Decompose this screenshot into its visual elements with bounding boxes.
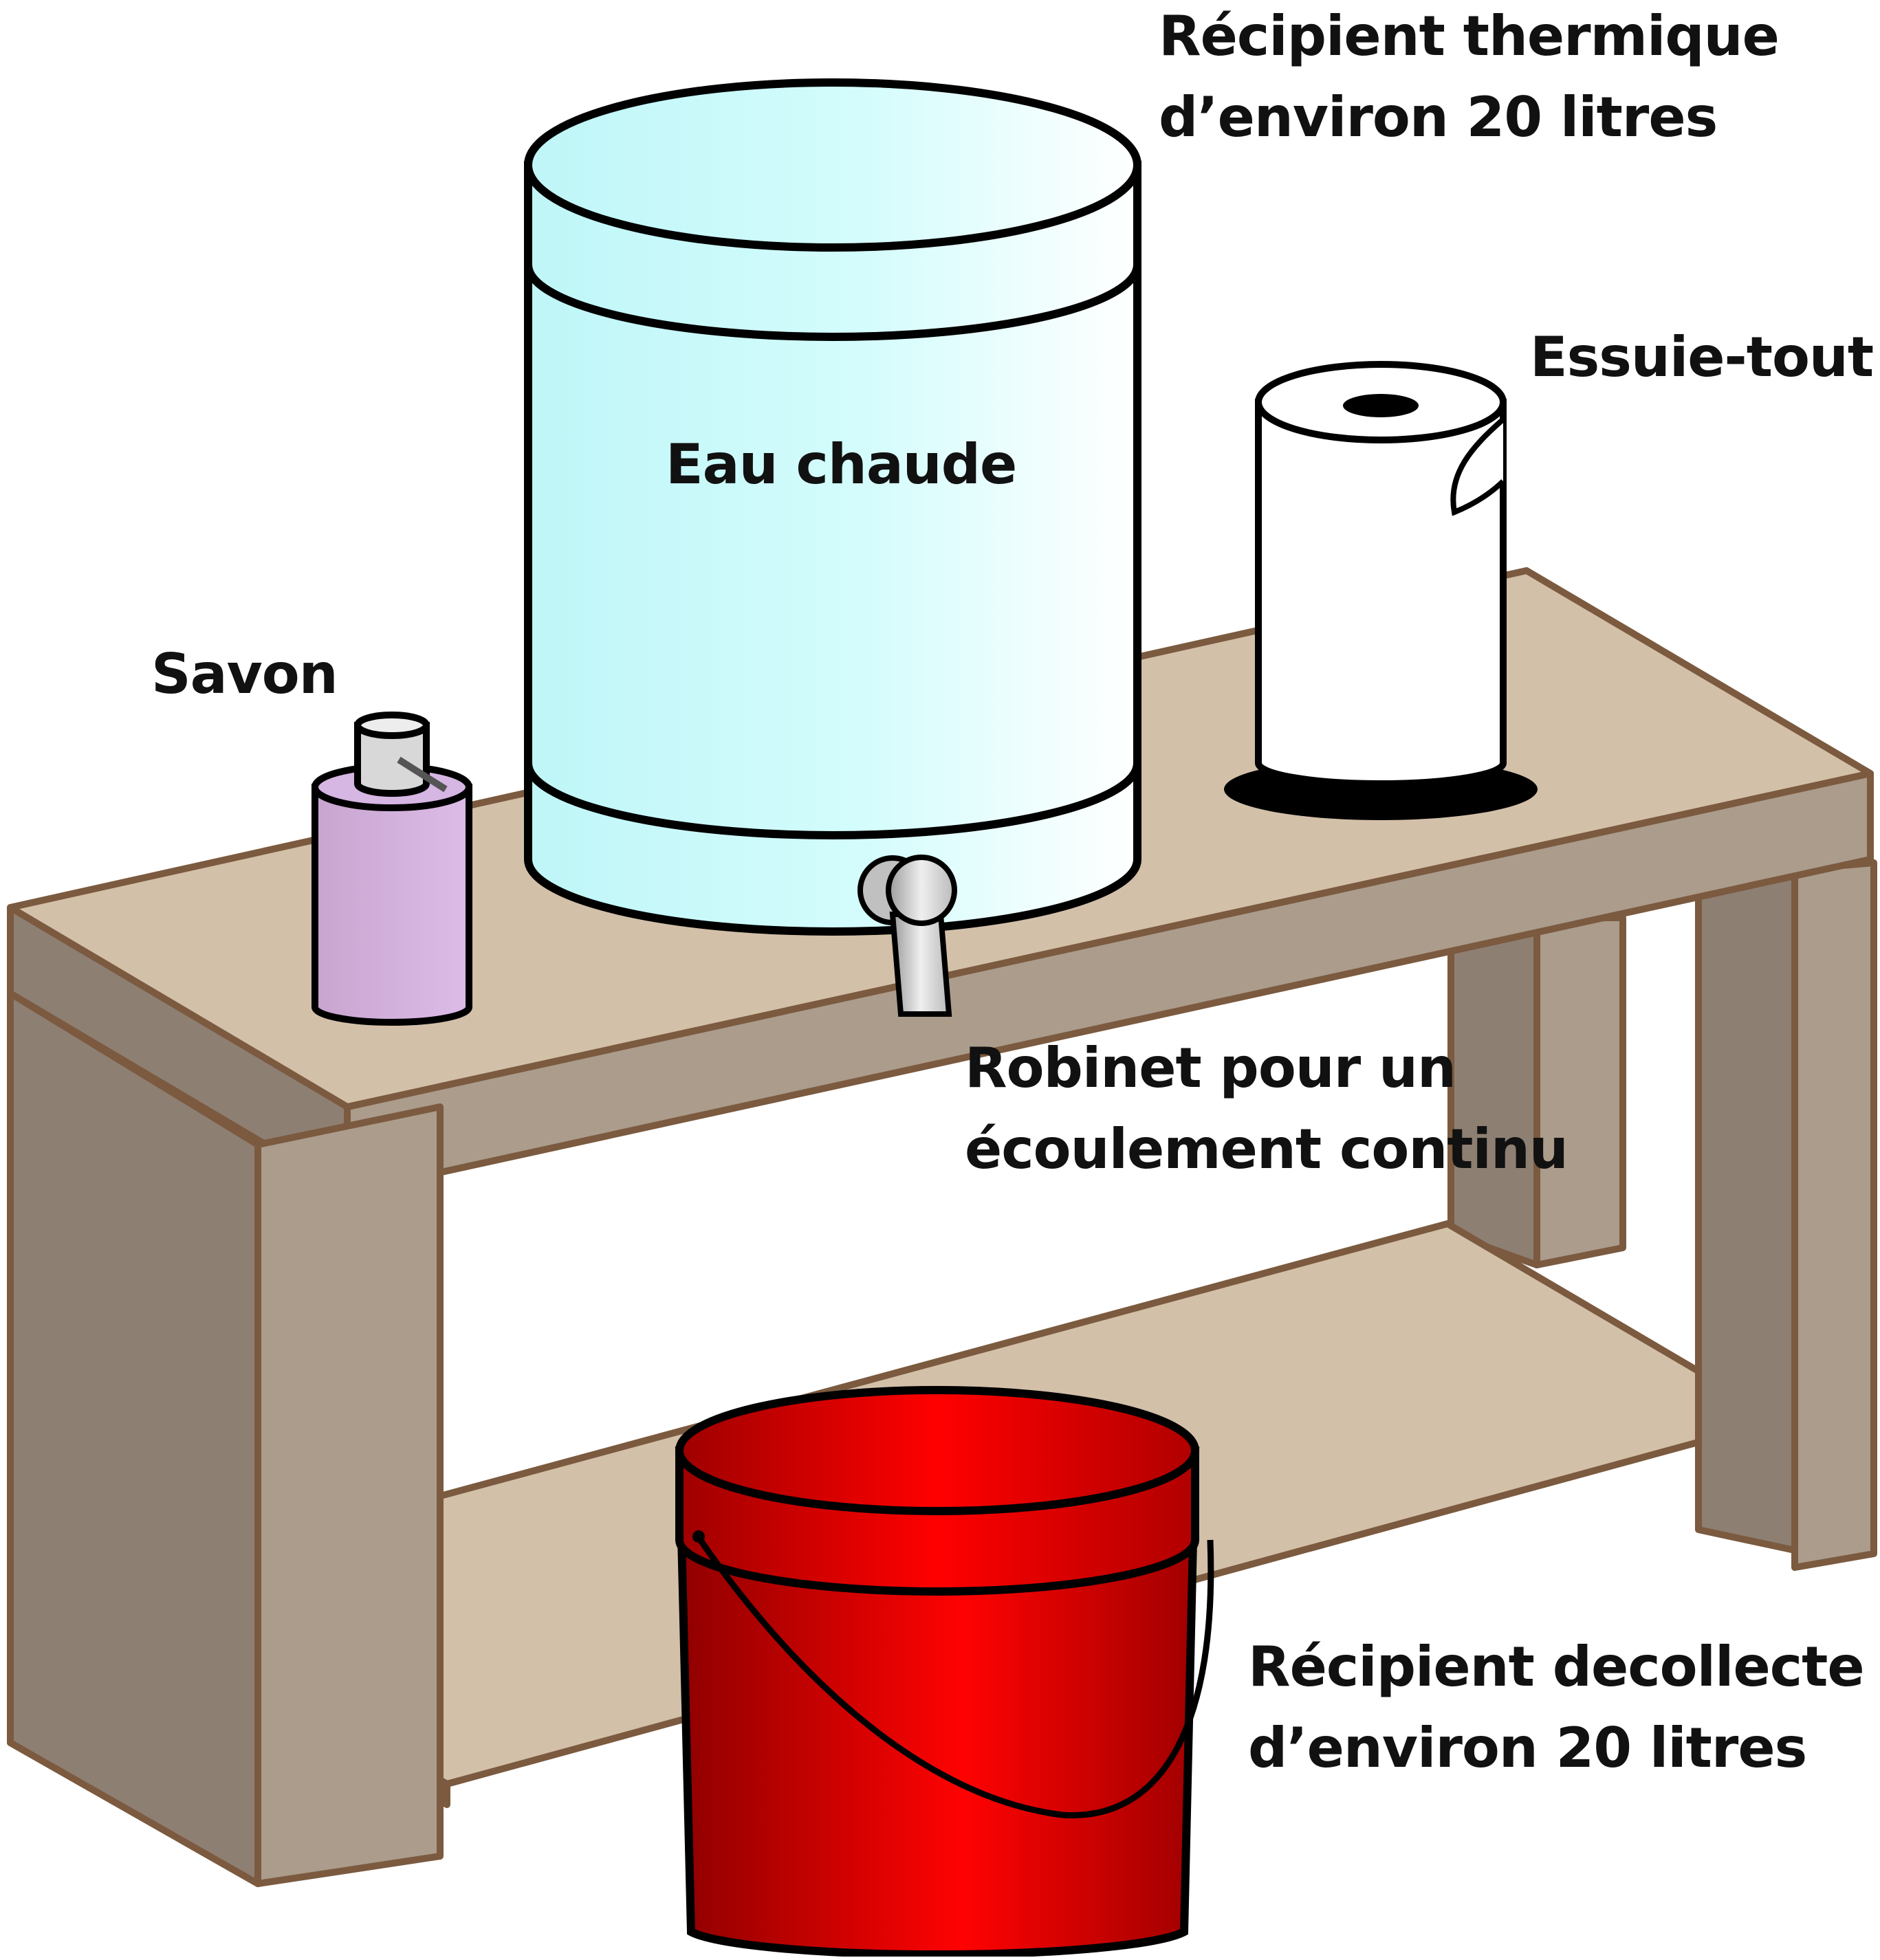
- hot-water-tank: [524, 78, 1141, 936]
- paper-towel-flap: [1450, 417, 1505, 516]
- collection-container-label-line1: Récipient decollecte: [1248, 1635, 1865, 1699]
- tap-label-line2: écoulement continu: [965, 1117, 1569, 1181]
- tank-top-band: [524, 264, 1141, 341]
- soap-pump-nozzle: [397, 756, 448, 793]
- table-front-right-leg: [1695, 859, 1877, 1571]
- tank-bottom-band: [524, 762, 1141, 839]
- collection-container-label: Récipient decollecte d’environ 20 litres: [1248, 1627, 1865, 1789]
- tap-label: Robinet pour un écoulement continu: [965, 1028, 1569, 1190]
- tap-label-line1: Robinet pour un: [965, 1036, 1456, 1100]
- collection-bucket: [675, 1386, 1214, 1959]
- thermal-container-label-line1: Récipient thermique: [1159, 4, 1780, 68]
- paper-towel-roll: [1224, 361, 1538, 820]
- paper-towel-label: Essuie-tout: [1530, 325, 1874, 389]
- soap-label: Savon: [151, 642, 338, 706]
- thermal-container-label: Récipient thermique d’environ 20 litres: [1159, 0, 1780, 158]
- thermal-container-label-line2: d’environ 20 litres: [1159, 85, 1718, 149]
- soap-bottle: [311, 712, 472, 1026]
- table-front-left-leg: [7, 990, 444, 1887]
- bucket-handle: [695, 1534, 1214, 1818]
- tap: [857, 855, 957, 1017]
- collection-container-label-line2: d’environ 20 litres: [1248, 1716, 1807, 1780]
- hot-water-label: Eau chaude: [666, 432, 1017, 496]
- paper-towel-core: [1343, 394, 1419, 417]
